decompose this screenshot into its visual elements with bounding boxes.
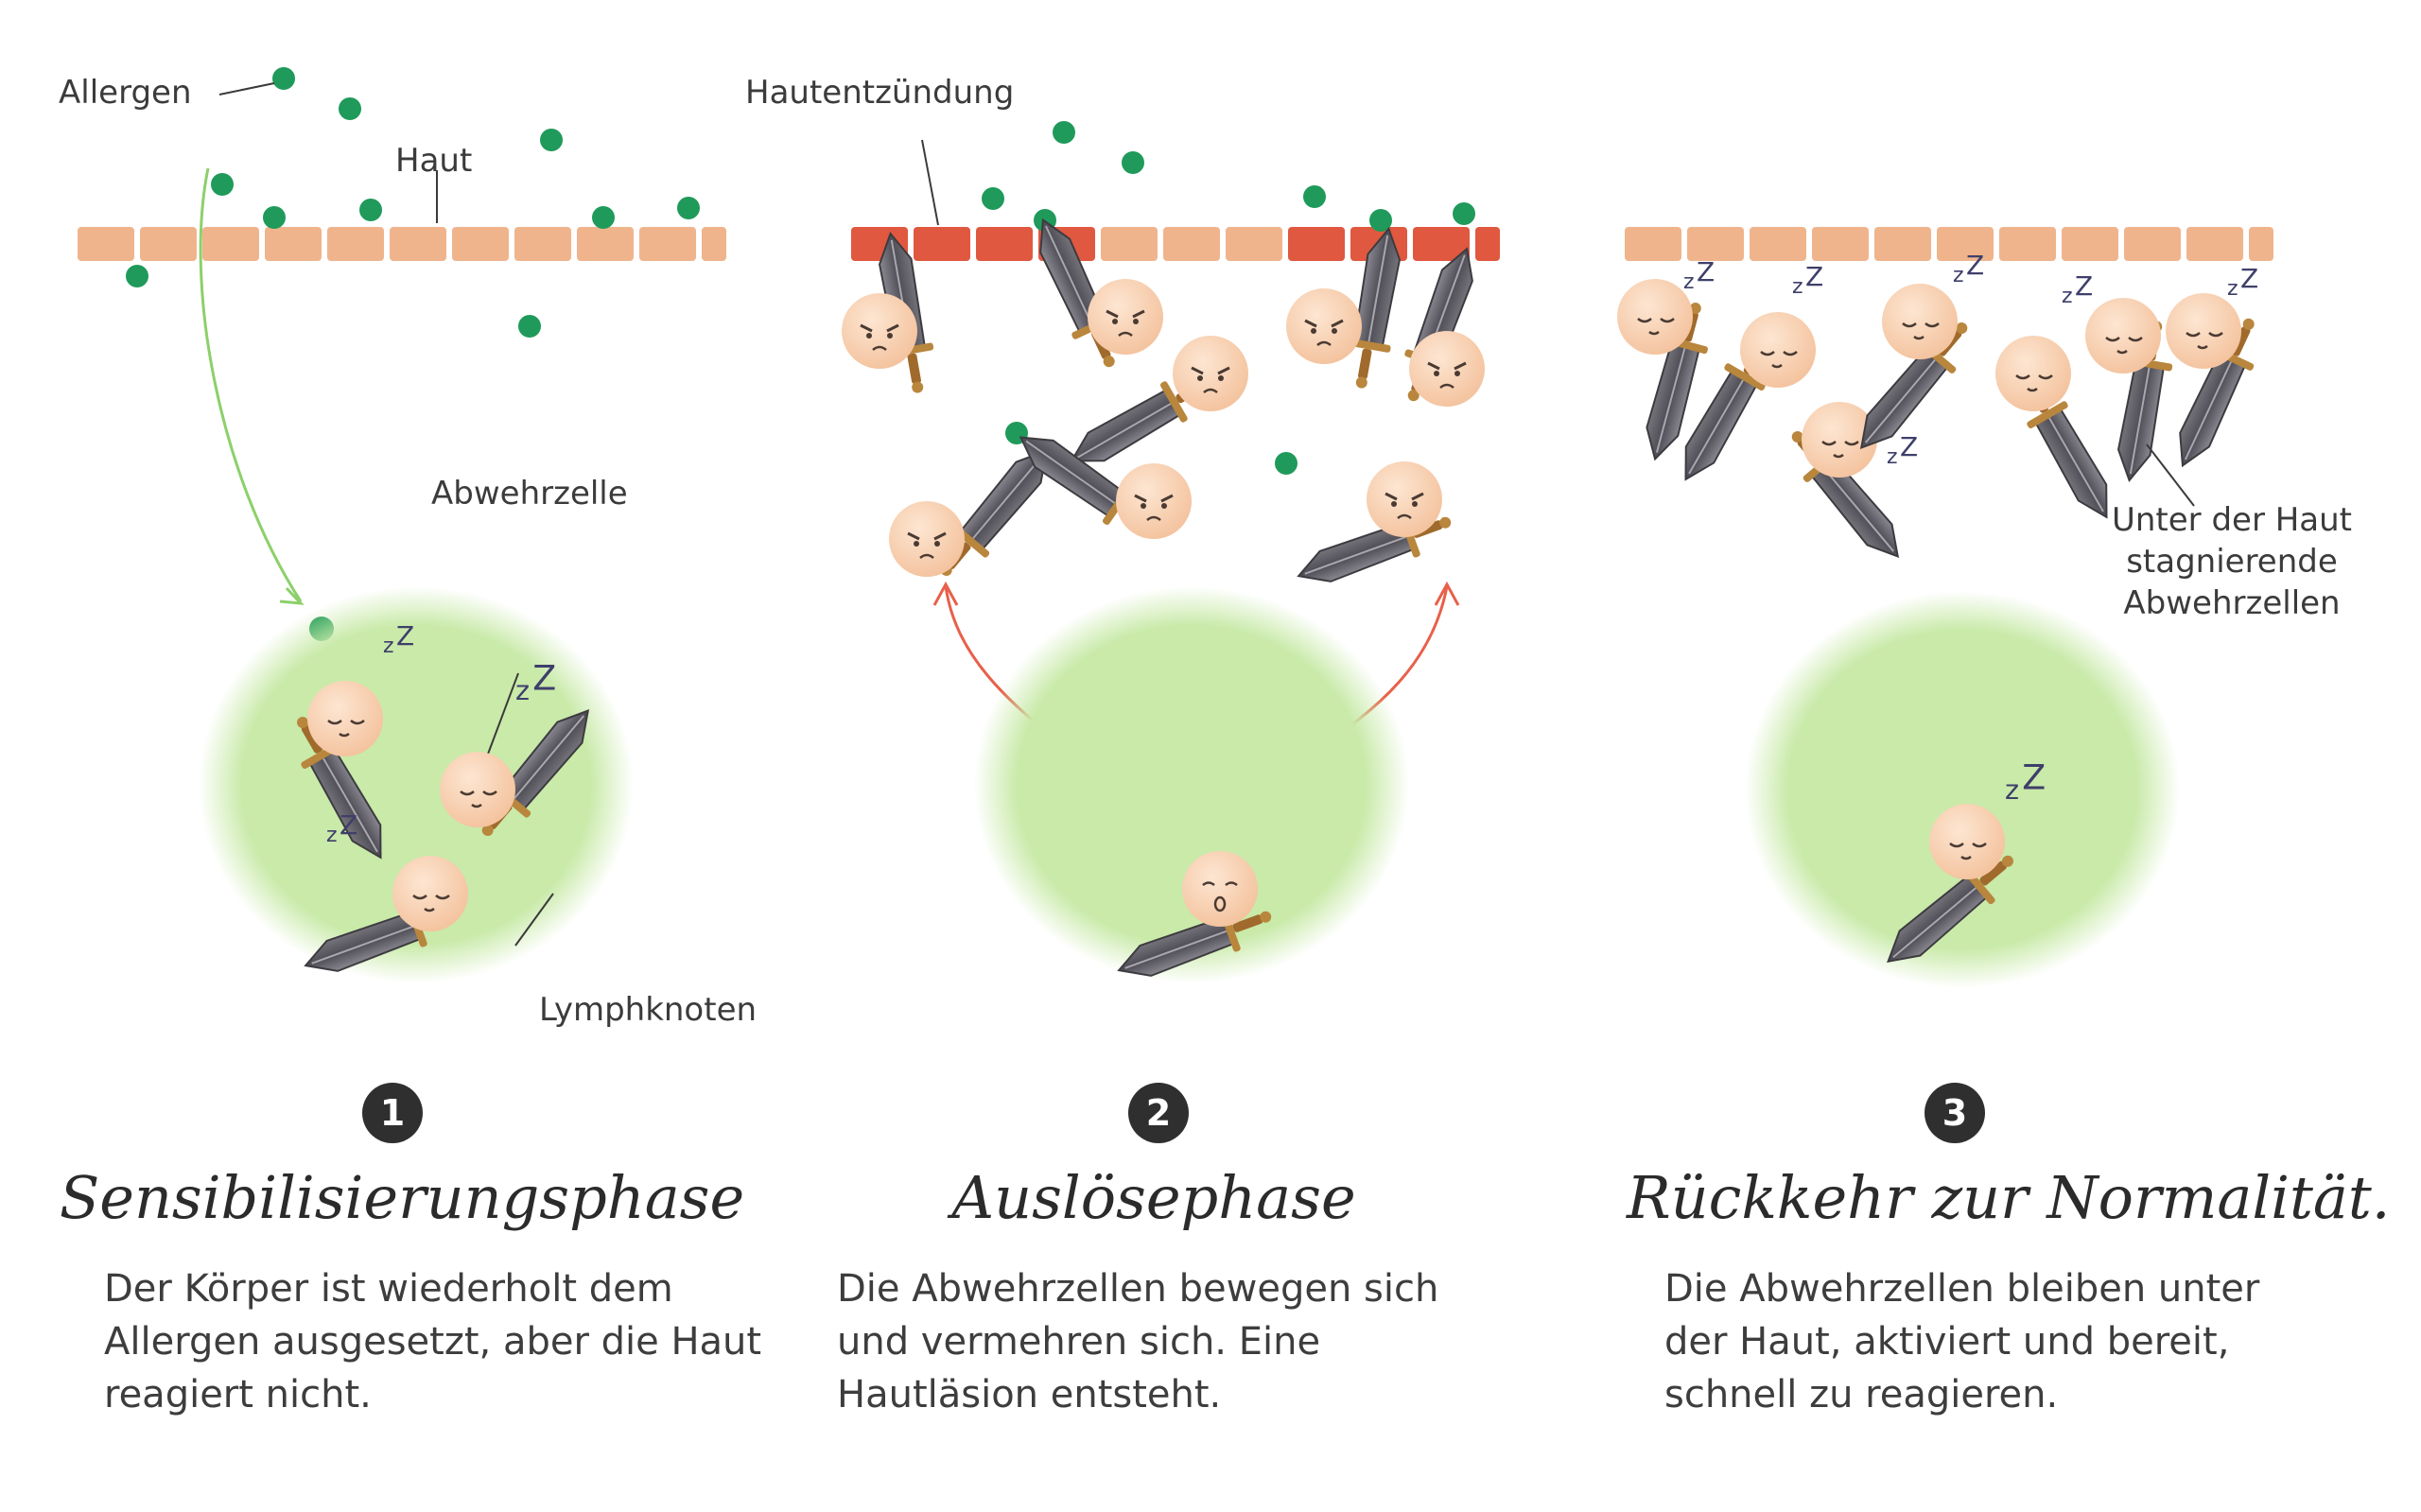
phase-1-title: Sensibilisierungsphase bbox=[59, 1163, 745, 1232]
lymph-node-2 bbox=[974, 586, 1409, 983]
skin-layer-3 bbox=[1625, 227, 2273, 261]
sleeping-cell-icon bbox=[2161, 291, 2273, 477]
phase-3-title: Rückkehr zur Normalität. bbox=[1627, 1163, 2391, 1232]
phase-3-badge: 3 bbox=[1925, 1083, 1985, 1143]
phase-3-description: Die Abwehrzellen bleiben unter der Haut,… bbox=[1664, 1267, 2260, 1416]
lymphknoten-label: Lymphknoten bbox=[539, 991, 758, 1029]
angry-cell-icon bbox=[1289, 460, 1460, 599]
phase-1-badge: 1 bbox=[362, 1083, 423, 1143]
zzz-icon bbox=[2227, 263, 2259, 301]
phase-1-description: Der Körper ist wiederholt dem Allergen a… bbox=[104, 1267, 762, 1416]
hautentzuendung-label: Hautentzündung bbox=[745, 74, 1015, 112]
abwehrzelle-label: Abwehrzelle bbox=[431, 475, 628, 513]
stagnierend-label: Unter der Haut stagnierende Abwehrzellen bbox=[2111, 501, 2353, 622]
angry-cell-icon bbox=[1389, 239, 1489, 410]
angry-cell-icon bbox=[1059, 334, 1250, 482]
phase-2-title: Auslösephase bbox=[951, 1163, 1356, 1232]
abwehrzelle-leader-line bbox=[486, 672, 519, 757]
haut-label: Haut bbox=[395, 142, 473, 180]
allergen-label: Allergen bbox=[59, 74, 192, 112]
panel-3 bbox=[1615, 227, 2273, 988]
lymph-node-3 bbox=[1745, 591, 2180, 988]
zzz-icon bbox=[1683, 256, 1716, 294]
phase-2-badge: 2 bbox=[1128, 1083, 1189, 1143]
zzz-icon bbox=[2062, 270, 2094, 308]
allergen-dots-1 bbox=[126, 67, 700, 641]
hautentzuendung-leader-line bbox=[921, 139, 939, 226]
allergen-leader-line bbox=[218, 82, 275, 96]
zzz-icon bbox=[1792, 261, 1824, 299]
stagnierend-leader-line bbox=[2146, 443, 2195, 507]
allergen-path-arrow bbox=[199, 167, 303, 602]
panel-2 bbox=[840, 121, 1500, 993]
panel-1 bbox=[78, 67, 726, 988]
skin-layer-1 bbox=[78, 227, 726, 261]
skin-layer-2 bbox=[851, 227, 1500, 261]
phase-2-description: Die Abwehrzellen bewegen sich und vermeh… bbox=[837, 1267, 1439, 1416]
sleeping-cell-icon bbox=[2083, 296, 2181, 486]
